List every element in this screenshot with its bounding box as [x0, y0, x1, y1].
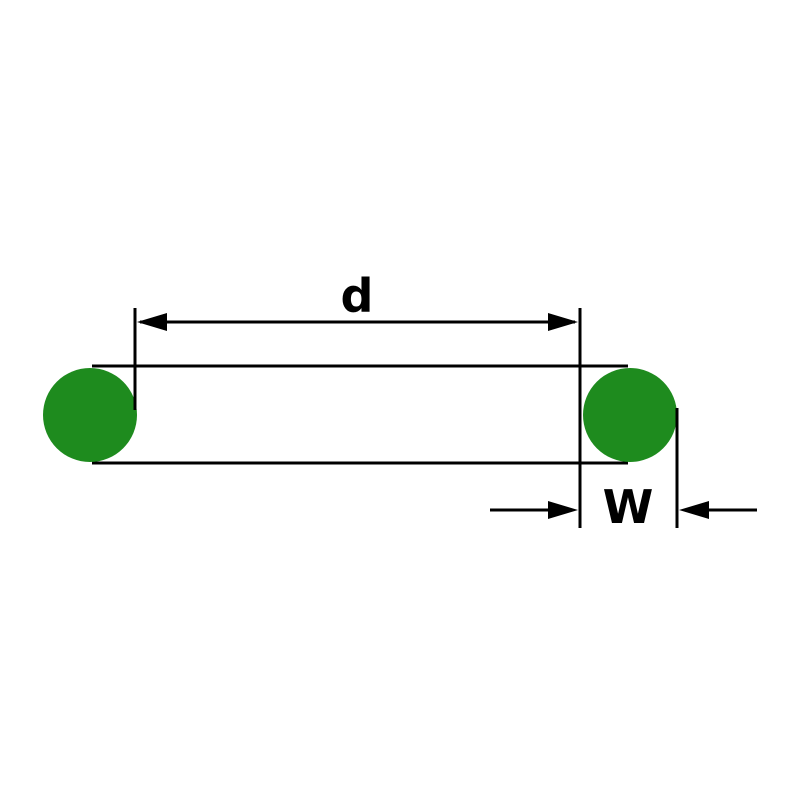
d-arrowhead-left-icon: [137, 313, 167, 331]
w-arrowhead-left-icon: [548, 501, 578, 519]
w-dimension-label: W: [603, 480, 654, 534]
w-arrowhead-right-icon: [679, 501, 709, 519]
oring-right-cross-section: [583, 368, 677, 462]
d-arrowhead-right-icon: [548, 313, 578, 331]
d-dimension-label: d: [341, 269, 374, 323]
oring-left-cross-section: [43, 368, 137, 462]
